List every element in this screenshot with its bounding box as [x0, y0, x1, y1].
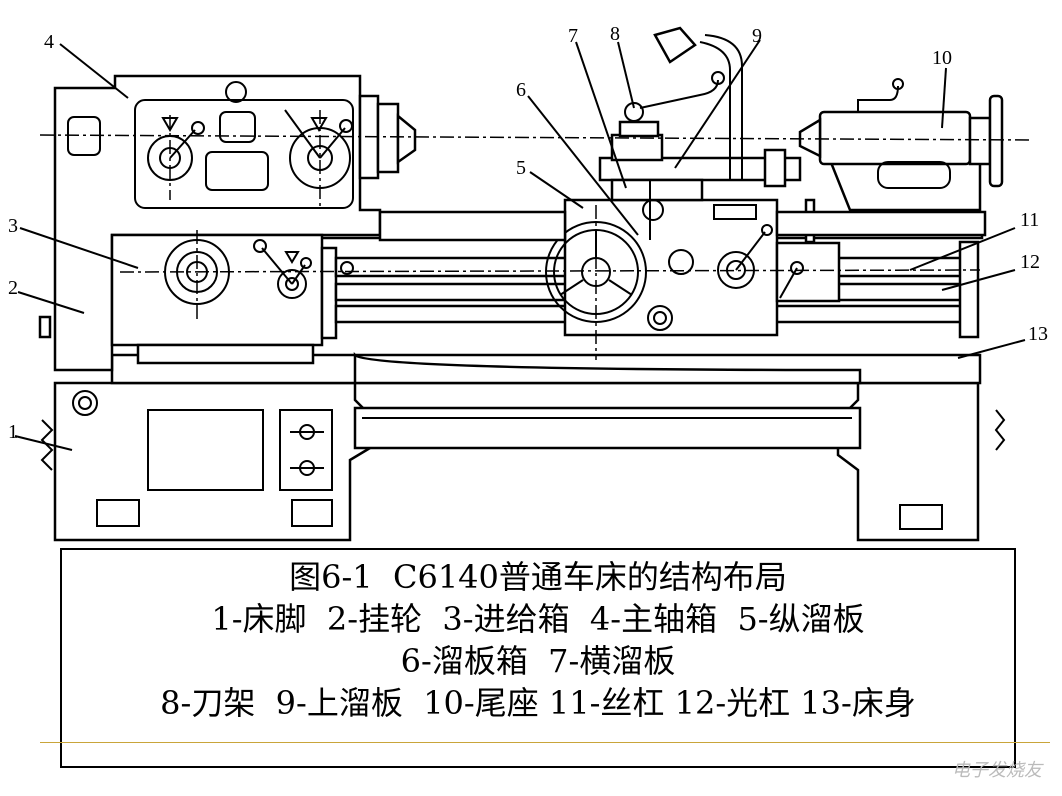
- label-12: 12: [1020, 251, 1040, 273]
- label-13: 13: [1028, 323, 1048, 345]
- legend-line-1: 1-床脚 2-挂轮 3-进给箱 4-主轴箱 5-纵溜板: [211, 600, 865, 638]
- apron: [545, 198, 841, 337]
- label-8: 8: [610, 23, 620, 45]
- bed-ways: [378, 210, 987, 242]
- label-9: 9: [752, 25, 762, 47]
- label-6: 6: [516, 79, 526, 101]
- tailstock: [798, 78, 1004, 212]
- legend-line-2: 6-溜板箱 7-横溜板: [400, 642, 676, 680]
- label-3: 3: [8, 215, 18, 237]
- tool-post-and-slides: [598, 26, 802, 240]
- label-10: 10: [932, 47, 952, 69]
- center-lines: [39, 110, 1031, 360]
- label-7: 7: [568, 25, 578, 47]
- figure-title: 图6-1 C6140普通车床的结构布局: [289, 558, 787, 596]
- label-4: 4: [44, 31, 54, 53]
- watermark-logo: 电子发烧友: [952, 760, 1042, 781]
- feed-gearbox: [38, 233, 338, 365]
- headstock: [53, 74, 417, 372]
- lathe-diagram: 1 2 3 4 5 6 7 8 9 10 11 12 13: [8, 23, 1048, 542]
- caption-box: 图6-1 C6140普通车床的结构布局 1-床脚 2-挂轮 3-进给箱 4-主轴…: [60, 548, 1016, 768]
- label-5: 5: [516, 157, 526, 179]
- label-2: 2: [8, 277, 18, 299]
- leader-lines: [14, 39, 1026, 451]
- footer-rule: [40, 742, 1050, 743]
- legend-line-3: 8-刀架 9-上溜板 10-尾座 11-丝杠 12-光杠 13-床身: [160, 684, 916, 722]
- label-1: 1: [8, 421, 18, 443]
- bed-leg: [40, 381, 1006, 542]
- label-11: 11: [1020, 209, 1039, 231]
